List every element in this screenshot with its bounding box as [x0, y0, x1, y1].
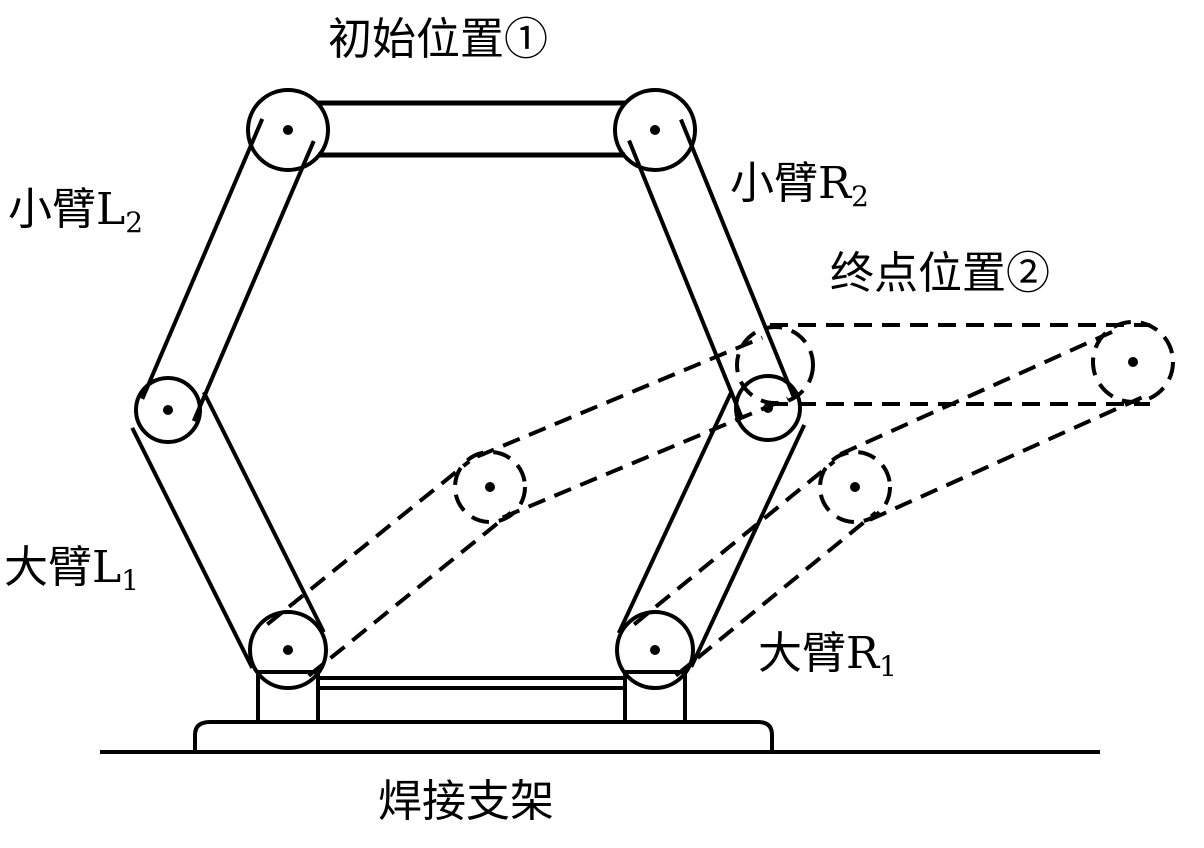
label-forearm-right: 小臂R2 [730, 162, 869, 211]
joint-top-right [613, 88, 697, 172]
dashed-joint-left-center [485, 482, 495, 492]
dashed-end-joint-center [1128, 357, 1138, 367]
dashed-joint-right [818, 450, 892, 524]
forearm-left-text: 小臂L [8, 184, 126, 235]
joint-top-left-center [283, 125, 293, 135]
forearm-right-text: 小臂R [730, 158, 852, 209]
joint-middle-left [134, 376, 202, 444]
label-forearm-left: 小臂L2 [8, 188, 143, 237]
joint-bottom-right [615, 610, 695, 690]
dashed-end-joint-left [735, 325, 815, 405]
upper-arm-left-sub: 1 [121, 564, 140, 597]
dashed-forearm-right-edge [868, 393, 1149, 522]
label-upper-arm-right: 大臂R1 [758, 632, 897, 681]
upper-arm-right-sub: 1 [879, 650, 897, 683]
upper-arm-right-text: 大臂R [758, 628, 880, 679]
joint-middle-left-center [163, 405, 173, 415]
label-initial-position: 初始位置① [328, 18, 548, 62]
label-end-position: 终点位置② [830, 252, 1050, 296]
dashed-upper-arm-left-edge [266, 459, 471, 626]
dashed-forearm-right-edge [839, 327, 1120, 456]
dashed-upper-arm-right-edge [632, 459, 836, 626]
joint-top-right-center [650, 125, 660, 135]
label-upper-arm-left: 大臂L1 [4, 546, 139, 595]
dashed-forearm-left-edge [476, 335, 764, 459]
upper-arm-left-edge [130, 426, 255, 669]
dashed-upper-arm-left-edge [307, 511, 512, 678]
end-position-text: 终点位置② [830, 248, 1050, 299]
forearm-left-edge [140, 118, 265, 400]
forearm-right-sub: 2 [851, 180, 869, 213]
dashed-joint-left [453, 450, 527, 524]
upper-arm-left-edge [201, 391, 326, 634]
initial-position-text: 初始位置① [328, 14, 548, 65]
forearm-right-edge [627, 139, 744, 420]
forearm-left-edge [191, 140, 316, 422]
base-plate [193, 720, 774, 752]
joint-top-left [246, 88, 330, 172]
dashed-joint-right-center [850, 482, 860, 492]
upper-arm-left-text: 大臂L [4, 542, 122, 593]
upper-arm-right-edge [616, 390, 734, 634]
forearm-left-sub: 2 [125, 206, 144, 239]
forearm-right-edge [679, 118, 796, 399]
joint-bottom-right-center [650, 645, 660, 655]
joint-bottom-left [248, 610, 328, 690]
label-welding-bracket: 焊接支架 [378, 780, 554, 824]
upper-arm-right-edge [689, 424, 807, 668]
dashed-end-joint [1091, 320, 1175, 404]
dashed-upper-arm-right-edge [674, 511, 878, 678]
welding-bracket-text: 焊接支架 [378, 776, 554, 827]
dashed-forearm-left-edge [501, 396, 789, 520]
joint-middle-right-center [763, 403, 773, 413]
joint-middle-right [734, 374, 802, 442]
joint-bottom-left-center [283, 645, 293, 655]
